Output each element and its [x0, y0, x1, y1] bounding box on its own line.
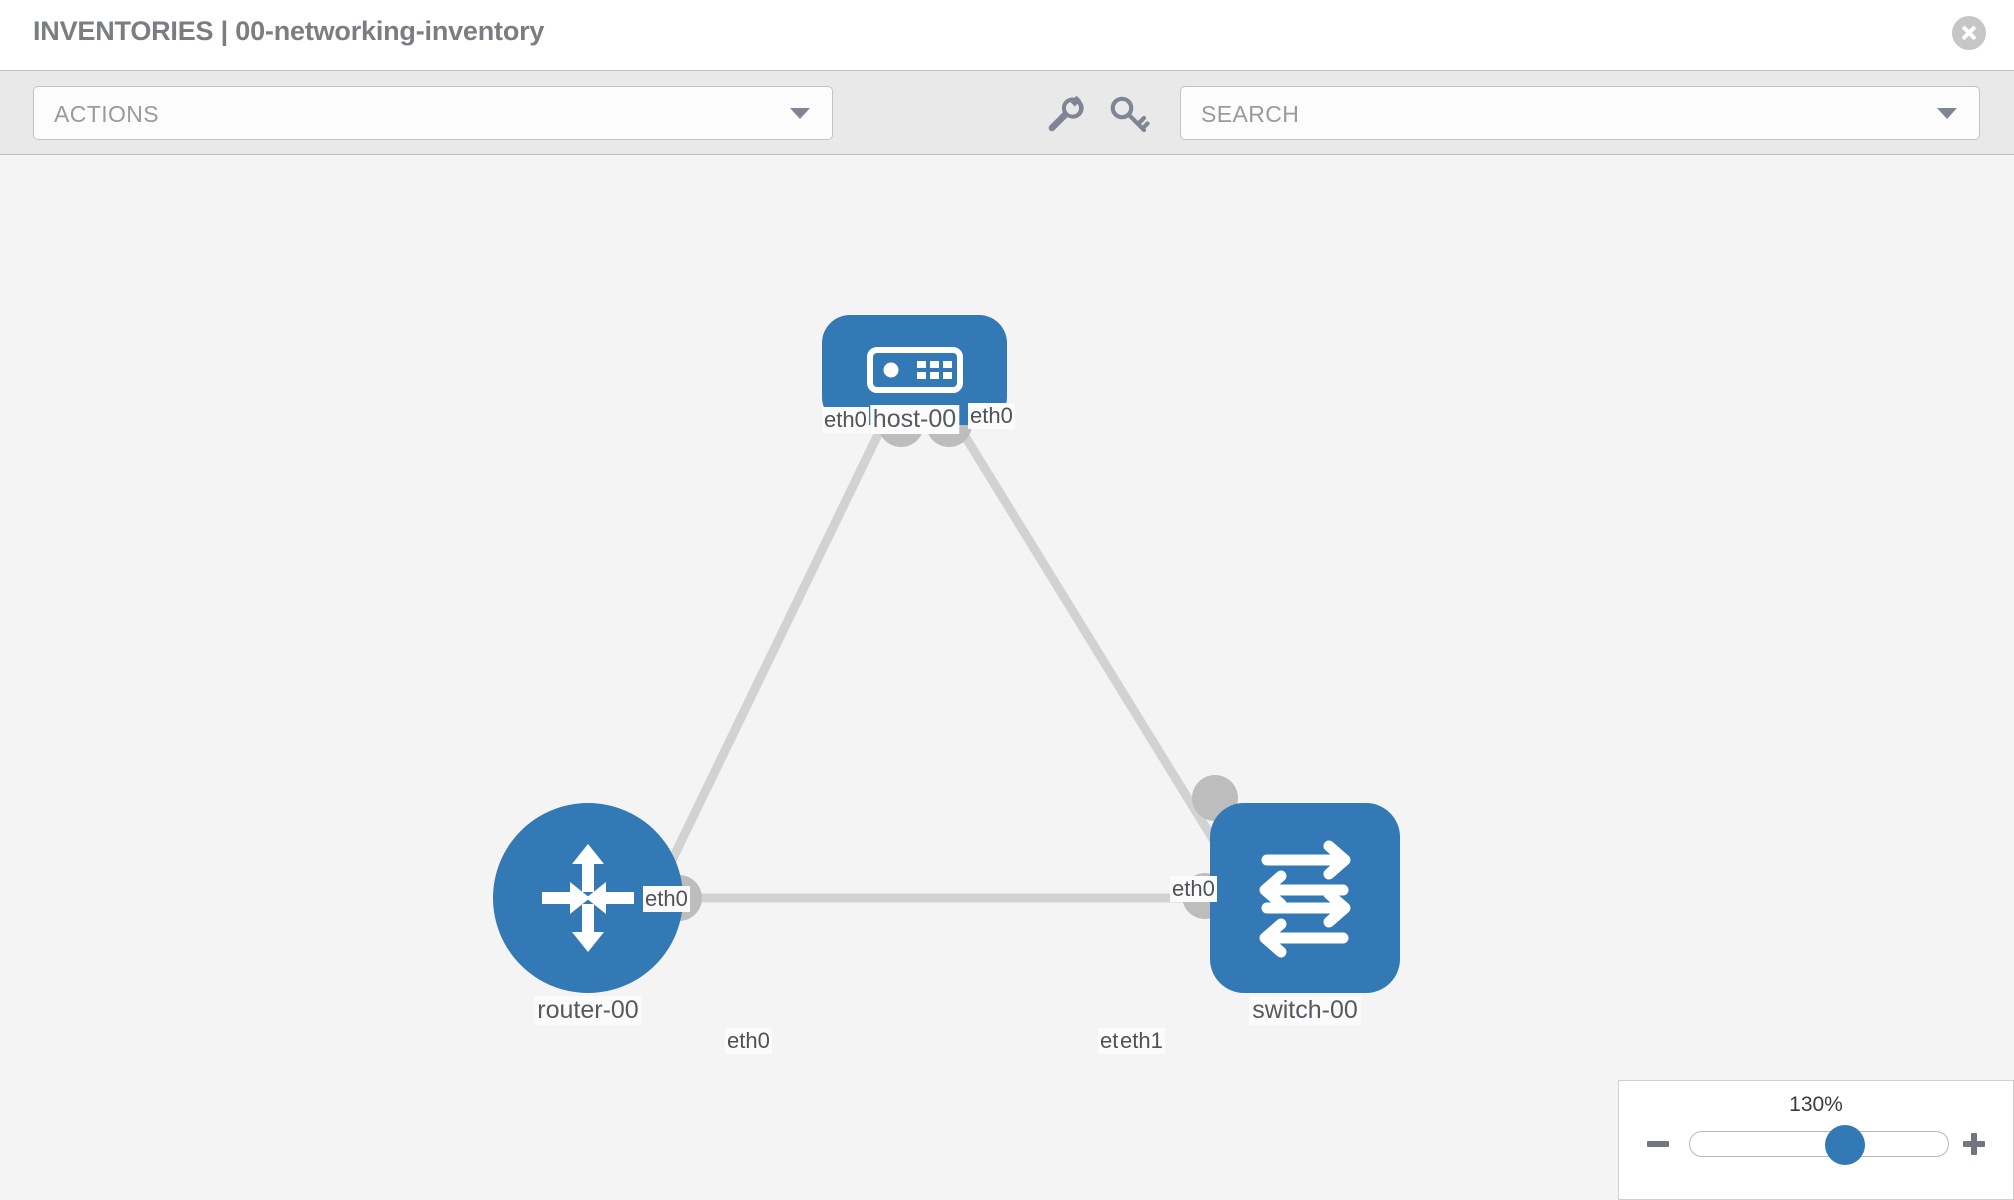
zoom-level-label: 130% [1789, 1093, 1843, 1116]
page-header: INVENTORIES | 00-networking-inventory [0, 0, 2014, 70]
edge-label-host-left: eth0 [822, 407, 869, 433]
actions-dropdown-label: ACTIONS [54, 101, 160, 127]
server-icon [866, 347, 963, 393]
topology-canvas[interactable]: host-00 [0, 155, 2014, 1200]
zoom-slider[interactable] [1689, 1125, 1949, 1165]
node-label-router-00: router-00 [534, 996, 642, 1025]
chevron-down-icon [790, 108, 810, 119]
page-title: INVENTORIES | 00-networking-inventory [33, 16, 545, 46]
switch-node-shape [1210, 803, 1400, 993]
search-input[interactable]: SEARCH [1180, 86, 1980, 140]
edge-label-switch-up: eth0 [1170, 876, 1217, 902]
zoom-in-button[interactable] [1959, 1129, 1989, 1159]
node-label-switch-00: switch-00 [1249, 996, 1361, 1025]
key-icon[interactable] [1108, 91, 1152, 135]
node-switch-00[interactable]: switch-00 [1182, 775, 1400, 1025]
zoom-control-panel: 130% [1618, 1080, 2014, 1200]
link-host-switch[interactable] [951, 417, 1236, 873]
close-icon[interactable] [1952, 16, 1986, 50]
zoom-slider-thumb[interactable] [1824, 1125, 1865, 1165]
chevron-down-icon [1937, 108, 1957, 119]
router-icon [542, 844, 634, 952]
topology-links [655, 417, 1236, 903]
edge-label-switch-left: eth1 [1118, 1028, 1165, 1054]
wrench-icon[interactable] [1042, 91, 1086, 135]
node-label-host-00: host-00 [869, 405, 960, 434]
zoom-out-button[interactable] [1643, 1129, 1673, 1159]
edge-label-router-up: eth0 [643, 886, 690, 912]
link-host-router[interactable] [655, 418, 890, 887]
edge-label-host-right: eth0 [968, 403, 1015, 429]
edge-label-router-right: eth0 [725, 1028, 772, 1054]
router-node-shape [493, 803, 683, 993]
actions-dropdown[interactable]: ACTIONS [33, 86, 833, 140]
switch-icon [1259, 840, 1351, 958]
search-placeholder: SEARCH [1201, 101, 1300, 127]
toolbar: ACTIONS SEARCH [0, 70, 2014, 155]
